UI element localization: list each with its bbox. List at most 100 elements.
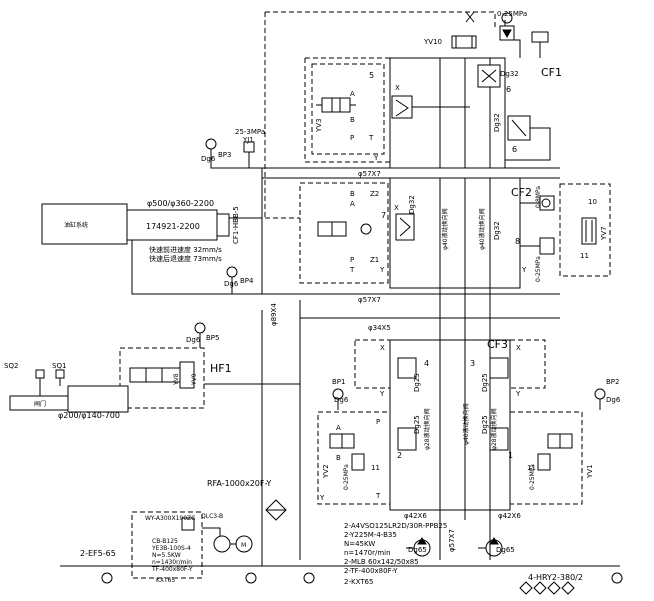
label-z2: Z2 — [370, 190, 379, 198]
dg6-bp4-label: Dg6 — [224, 280, 239, 288]
main-cyl-code: 174921-2200 — [146, 222, 200, 231]
label-t1: T — [368, 134, 374, 142]
dg6-bp2-label: Dg6 — [606, 396, 621, 404]
yv9-label: YV9 — [191, 373, 198, 386]
dg6-bp5-label: Dg6 — [186, 336, 201, 344]
label-y3: Y — [521, 266, 527, 274]
pipe-34x5-label: φ34X5 — [368, 324, 391, 332]
label-6b: 6 — [512, 145, 517, 154]
filter-label: RFA-1000x20F-Y — [207, 479, 271, 488]
label-1: 1 — [508, 451, 513, 460]
pipe-57x7-v-label: φ57X7 — [448, 529, 456, 552]
label-x1: X — [395, 84, 400, 92]
label-p1: P — [350, 134, 354, 142]
label-yv2: YV2 — [322, 464, 330, 479]
bp1-label: BP1 — [332, 378, 345, 386]
cf2-label: CF2 — [511, 186, 532, 199]
sq1-label: SQ1 — [52, 362, 66, 370]
aux-pump — [131, 511, 253, 579]
label-b3: B — [336, 454, 341, 462]
label-a3: A — [336, 424, 341, 432]
label-yv3: YV3 — [315, 118, 323, 133]
sq2-label: SQ2 — [4, 362, 18, 370]
label-p2: P — [350, 256, 354, 264]
label-b1: B — [350, 116, 355, 124]
label-11: 11 — [580, 252, 589, 260]
vert-text-2: φ40液动换向阀 — [478, 208, 486, 250]
cf3-label: CF3 — [487, 338, 508, 351]
gauge-0-25-a-label: 0-25MPa — [535, 256, 542, 282]
dg65-b-label: Dg65 — [496, 546, 515, 554]
main-cylinder — [41, 138, 263, 295]
gauge-0-25-c-label: 0-25MPa — [529, 464, 536, 490]
vert-text-3: φ28液动换向阀 — [423, 408, 431, 450]
dg25-a-label: Dg25 — [413, 373, 421, 392]
cyl-speed-2: 快速后退速度 73mm/s — [149, 254, 222, 263]
label-p3: P — [376, 418, 380, 426]
pipe-89x4-label: φ89X4 — [270, 303, 278, 326]
label-x4: X — [516, 344, 521, 352]
dg32-b-label: Dg32 — [493, 113, 501, 132]
bp5-label: BP5 — [206, 334, 219, 342]
label-t2: T — [349, 266, 355, 274]
label-a1: A — [350, 90, 355, 98]
label-7: 7 — [381, 211, 386, 220]
label-3: 3 — [470, 359, 475, 368]
yv10-label: YV10 — [423, 38, 442, 46]
label-y2: Y — [379, 266, 385, 274]
label-x3: X — [380, 344, 385, 352]
pipe-57x7-mid-label: φ57X7 — [358, 296, 381, 304]
dg32-c-label: Dg32 — [493, 221, 501, 240]
label-yv7: YV7 — [600, 226, 608, 241]
wy-label: WY-A300X100ZC — [145, 515, 195, 522]
hf1-block — [9, 322, 300, 413]
gauge-0-25-b-label: 0-25MPa — [343, 464, 350, 490]
label-5: 5 — [369, 71, 374, 80]
label-2: 2 — [397, 451, 402, 460]
pump-spec-1: 2-A4VSO125LR2D/30R-PPB25 — [344, 522, 447, 530]
dg65-a-label: Dg65 — [408, 546, 427, 554]
pump-spec-4: n=1470r/min — [344, 549, 391, 557]
main-cyl-name: 油缸系统 — [64, 221, 88, 229]
label-11c: 11 — [527, 464, 536, 472]
label-6: 6 — [506, 85, 511, 94]
yj1-range-label: 25-3MPa — [235, 128, 265, 136]
yv8-label: YV8 — [173, 373, 180, 386]
label-11b: 11 — [371, 464, 380, 472]
pump-spec-7: 2-KXT65 — [344, 578, 373, 586]
bp4-label: BP4 — [240, 277, 254, 285]
small-cyl-name: 闸门 — [34, 400, 46, 408]
pipe-42x6-a-label: φ42X6 — [404, 512, 427, 520]
label-8: 8 — [515, 237, 520, 246]
dg32-d-label: Dg32 — [408, 195, 416, 214]
cf1-label: CF1 — [541, 66, 562, 79]
aux-spec-1: CB-B125 — [152, 538, 178, 545]
yj1-label: YJ1 — [242, 136, 254, 144]
pump-spec-5: 2-MLB 60x142/50x85 — [344, 558, 419, 566]
label-y6: Y — [319, 494, 325, 502]
cf1-hbb-label: CF1-HBB-5 — [232, 206, 240, 244]
aux-spec-4: n=1430r/min — [152, 559, 192, 566]
motor-m1: M — [241, 542, 246, 549]
aux-spec-3: N=5.5KW — [152, 552, 181, 559]
tank-line — [60, 565, 623, 595]
dg25-d-label: Dg25 — [481, 415, 489, 434]
label-y1: Y — [373, 154, 379, 162]
pipe-42x6-b-label: φ42X6 — [498, 512, 521, 520]
pump-spec-6: 2-TF-400x80F-Y — [344, 567, 398, 575]
bp2-label: BP2 — [606, 378, 619, 386]
kxt65-label: KXT65 — [156, 577, 175, 584]
qlc-label: QLC3-B — [201, 513, 223, 520]
label-4: 4 — [424, 359, 429, 368]
dg32-a-label: Dg32 — [500, 70, 519, 78]
cyl-speed-1: 快速前进速度 32mm/s — [149, 245, 222, 254]
dg6-bp3-label: Dg6 — [201, 155, 216, 163]
pipe-57x7-top-label: φ57X7 — [358, 170, 381, 178]
ef5-label: 2-EF5-65 — [80, 549, 116, 558]
pump-spec-3: N=45KW — [344, 540, 375, 548]
dg25-b-label: Dg25 — [481, 373, 489, 392]
label-y5: Y — [515, 390, 521, 398]
label-t3: T — [375, 492, 381, 500]
cf1-block: 5 6 6 YV3 A B P T X Y — [304, 12, 551, 169]
